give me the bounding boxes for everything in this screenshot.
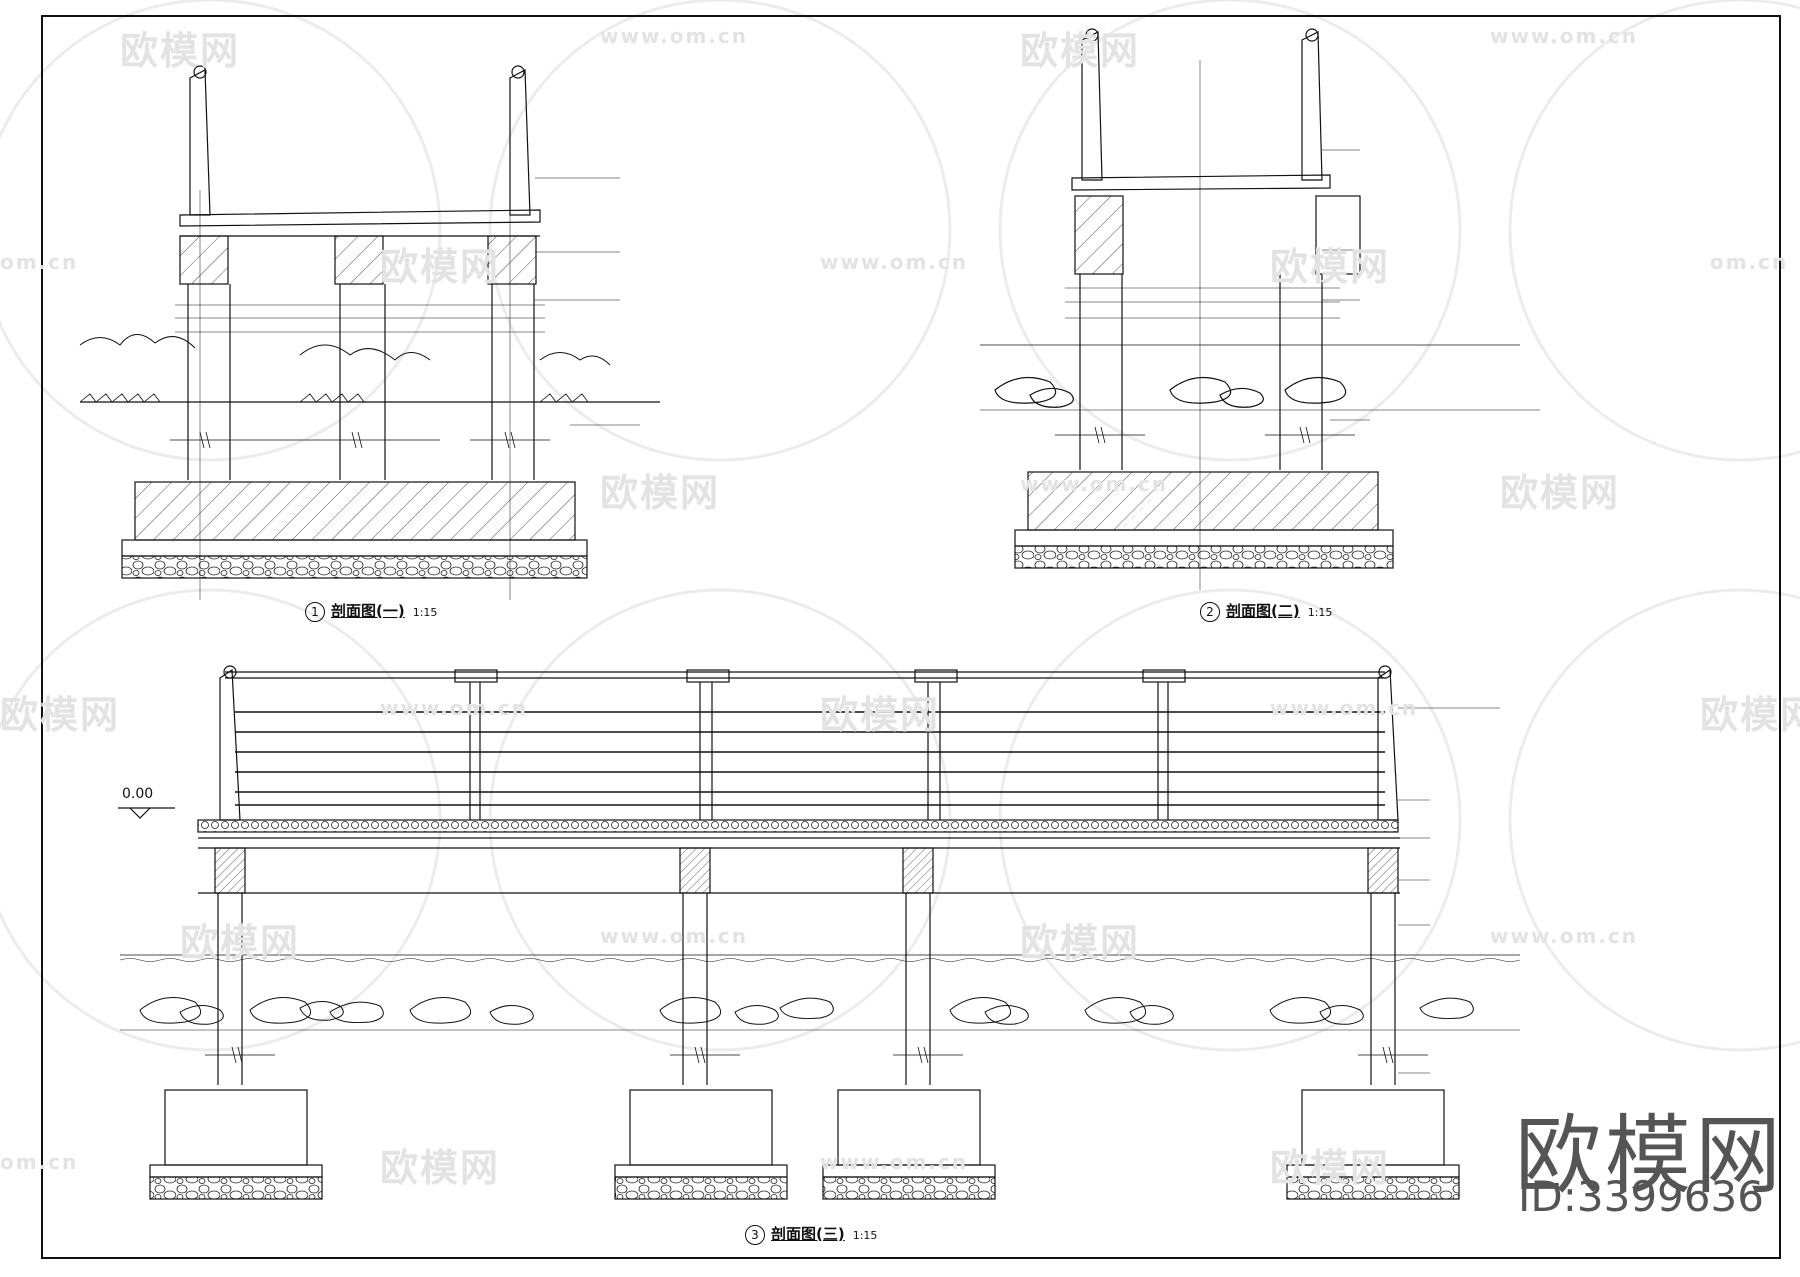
- watermark-url: www.om.cn: [820, 1150, 969, 1174]
- watermark-brand: 欧模网: [0, 693, 121, 737]
- watermark-url: www.om.cn: [1490, 924, 1639, 948]
- watermark-brand: 欧模网: [120, 29, 241, 73]
- watermark-url: www.om.cn: [600, 924, 749, 948]
- watermark-brand: 欧模网: [1270, 245, 1391, 289]
- section-scale: 1:15: [412, 606, 438, 619]
- watermark-brand: 欧模网: [1020, 29, 1141, 73]
- watermark-url: om.cn: [0, 1150, 79, 1174]
- watermark-url: www.om.cn: [1270, 696, 1419, 720]
- watermark-brand: 欧模网: [820, 693, 941, 737]
- watermark-url: om.cn: [0, 250, 79, 274]
- model-id: ID:3399636: [1518, 1172, 1764, 1221]
- watermark-brand: 欧模网: [180, 921, 301, 965]
- watermark-brand: 欧模网: [1700, 693, 1800, 737]
- watermark-url: www.om.cn: [1020, 472, 1169, 496]
- watermark-brand: 欧模网: [1500, 471, 1621, 515]
- watermark-url: om.cn: [1710, 250, 1789, 274]
- section-title-2: 2 剖面图(二) 1:15: [1200, 600, 1332, 622]
- section-title-3: 3 剖面图(三) 1:15: [745, 1223, 877, 1245]
- section-number: 2: [1200, 602, 1220, 622]
- watermark-brand: 欧模网: [600, 471, 721, 515]
- watermark-url: www.om.cn: [820, 250, 969, 274]
- watermark-brand: 欧模网: [380, 245, 501, 289]
- section-name: 剖面图(一): [331, 602, 405, 620]
- brand-logo: 欧模网: [1515, 1106, 1785, 1206]
- watermark-brand: 欧模网: [1020, 921, 1141, 965]
- section-number: 1: [305, 602, 325, 622]
- watermark-url: www.om.cn: [380, 696, 529, 720]
- watermark-url: www.om.cn: [1490, 24, 1639, 48]
- watermark-brand: 欧模网: [380, 1146, 501, 1190]
- elevation-label: 0.00: [122, 786, 154, 802]
- section-number: 3: [745, 1225, 765, 1245]
- watermark-url: www.om.cn: [600, 24, 749, 48]
- section-scale: 1:15: [852, 1229, 878, 1242]
- section-title-1: 1 剖面图(一) 1:15: [305, 600, 437, 622]
- section-scale: 1:15: [1307, 606, 1333, 619]
- watermark-brand: 欧模网: [1270, 1146, 1391, 1190]
- section-name: 剖面图(二): [1226, 602, 1300, 620]
- section-name: 剖面图(三): [771, 1225, 845, 1243]
